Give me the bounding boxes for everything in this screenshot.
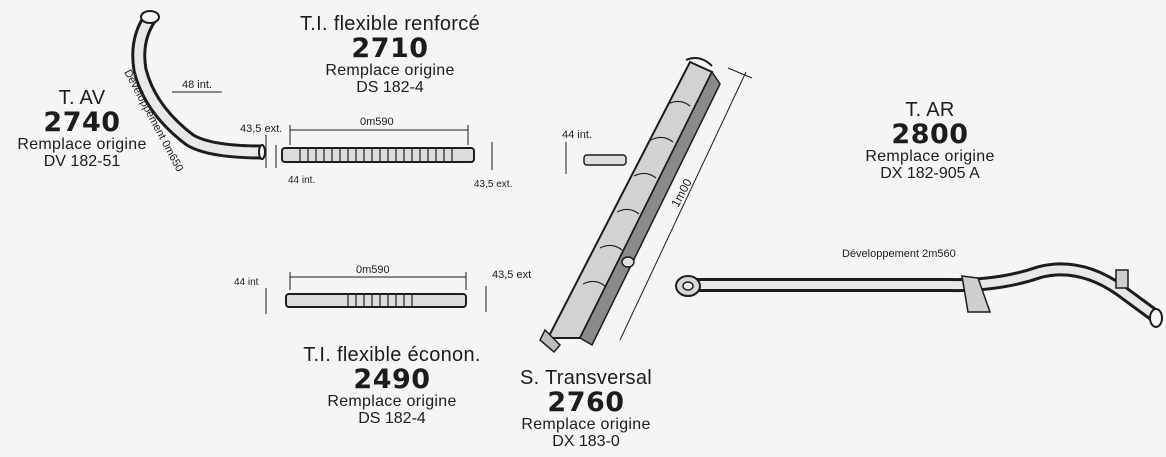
part-code: 2710 <box>351 33 429 64</box>
part-code: 2740 <box>43 107 121 138</box>
part-name: T.I. flexible éconon. <box>303 344 481 366</box>
part-label-ti-econom: T.I. flexible éconon. 2490 Remplace orig… <box>272 345 512 428</box>
part-label-tav: T. AV 2740 Remplace origine DV 182-51 <box>4 88 160 171</box>
origin-ref: DV 182-51 <box>43 153 121 171</box>
transverse-silencer-drawing <box>539 57 753 354</box>
rear-pipe-drawing <box>675 262 1163 328</box>
origin-ref: DX 183-0 <box>552 433 620 451</box>
part-name: T. AV <box>58 87 106 109</box>
part-label-transversal: S. Transversal 2760 Remplace origine DX … <box>496 368 676 451</box>
replace-text: Remplace origine <box>521 416 651 434</box>
economy-int-dim: 44 int <box>234 277 259 288</box>
economy-flex-drawing <box>265 272 487 314</box>
front-pipe-drawing <box>131 10 267 168</box>
part-name: T.I. flexible renforcé <box>299 13 480 35</box>
replace-text: Remplace origine <box>17 136 147 154</box>
origin-ref: DX 182-905 A <box>880 165 980 183</box>
economy-len-dim: 0m590 <box>356 264 390 276</box>
part-label-tar: T. AR 2800 Remplace origine DX 182-905 A <box>840 100 1020 183</box>
replace-text: Remplace origine <box>865 148 995 166</box>
reinforced-flex-drawing <box>275 125 493 170</box>
reinforced-int-dim: 44 int. <box>288 175 315 186</box>
reinforced-ext-dim: 43,5 ext. <box>474 179 512 190</box>
origin-ref: DS 182-4 <box>358 410 426 428</box>
transverse-int-dim: 44 int. <box>562 129 592 141</box>
part-name: T. AR <box>905 99 955 121</box>
part-name: S. Transversal <box>519 367 653 389</box>
reinforced-len-dim: 0m590 <box>360 116 394 128</box>
part-label-ti-renforce: T.I. flexible renforcé 2710 Remplace ori… <box>280 14 500 97</box>
replace-text: Remplace origine <box>325 62 455 80</box>
front-int-dim: 48 int. <box>182 79 212 91</box>
part-code: 2490 <box>353 364 431 395</box>
front-ext-dim: 43,5 ext. <box>240 123 282 135</box>
replace-text: Remplace origine <box>327 393 457 411</box>
rear-dev-dim: Développement 2m560 <box>842 248 956 260</box>
economy-ext-dim: 43,5 ext <box>492 269 531 281</box>
part-code: 2800 <box>891 119 969 150</box>
origin-ref: DS 182-4 <box>356 79 424 97</box>
part-code: 2760 <box>547 387 625 418</box>
